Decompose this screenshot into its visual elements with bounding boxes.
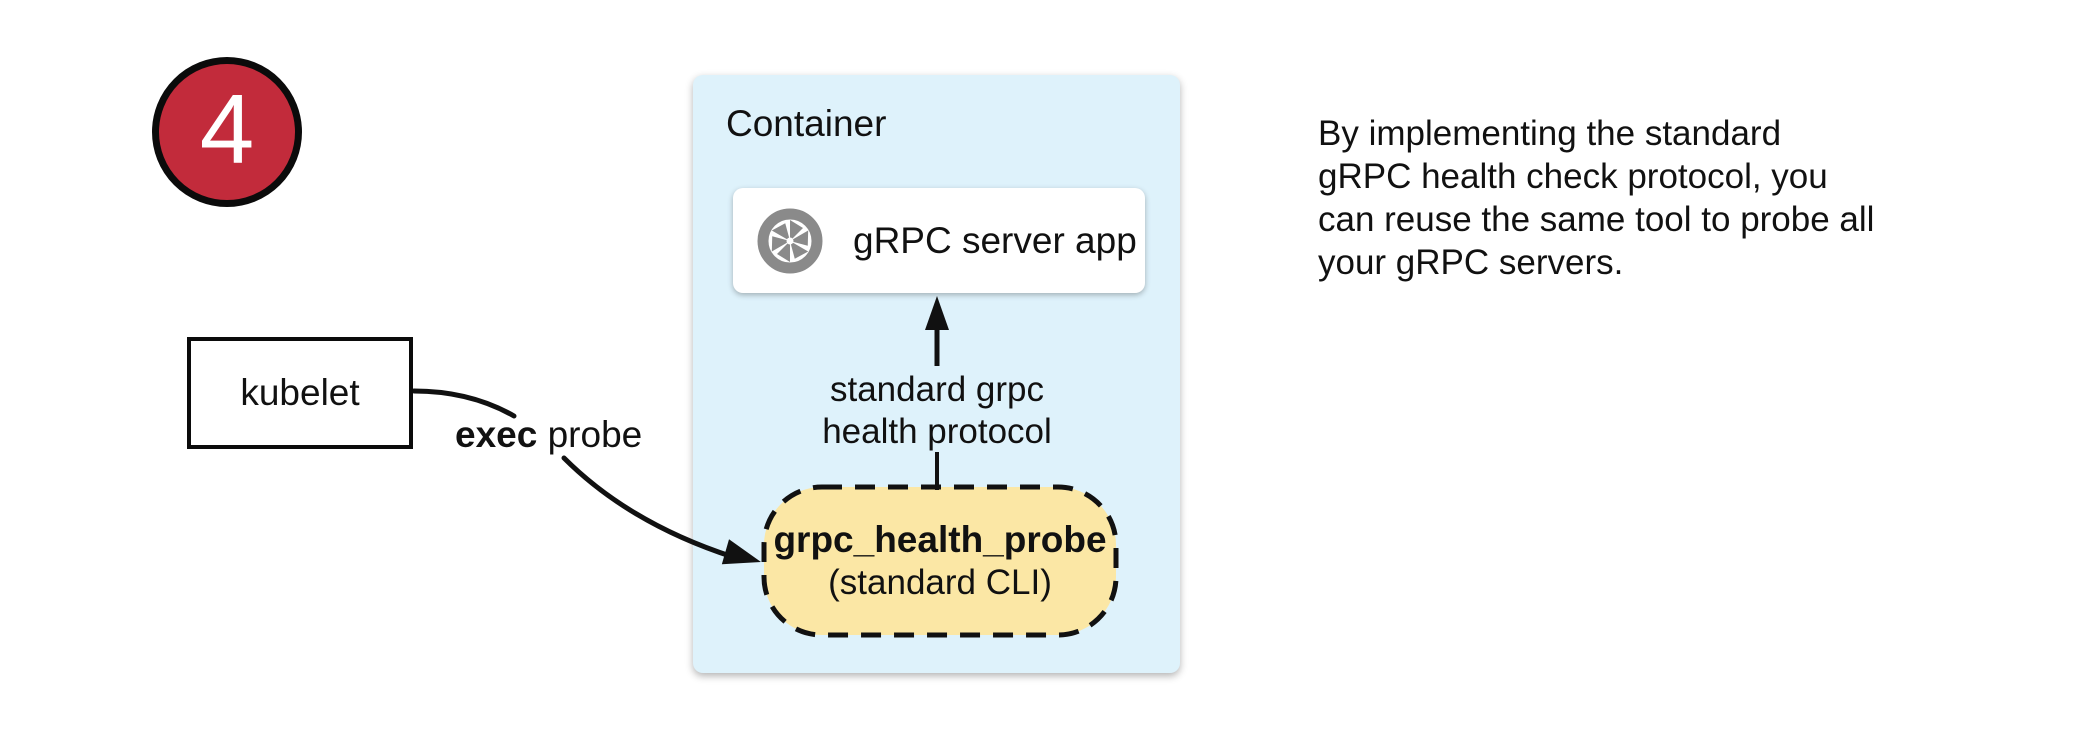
step-badge: 4	[152, 57, 302, 207]
exec-probe-arrowhead	[721, 539, 761, 565]
container-title: Container	[726, 103, 887, 144]
protocol-arrow-label: standard grpc health protocol	[822, 370, 1052, 451]
note-text: By implementing the standard gRPC health…	[1318, 114, 1875, 282]
exec-probe-label-rest: probe	[537, 414, 643, 455]
kubelet-label: kubelet	[240, 372, 360, 413]
kubelet-box: kubelet	[187, 337, 413, 449]
exec-probe-label-bold: exec	[455, 414, 538, 455]
exec-probe-label: exec probe	[455, 414, 642, 456]
probe-subtitle: (standard CLI)	[828, 563, 1052, 602]
grpc-server-label: gRPC server app	[853, 219, 1137, 261]
protocol-arrowhead	[925, 296, 949, 330]
exec-probe-arrow-segment-1	[411, 388, 517, 419]
step-number: 4	[199, 74, 255, 184]
probe-pill-shape	[761, 484, 1119, 638]
grpc-server-card: gRPC server app	[733, 188, 1145, 293]
exec-probe-arrow-segment-2	[561, 455, 736, 560]
grpc-health-probe-box: grpc_health_probe (standard CLI)	[762, 487, 1118, 635]
aperture-shutter-icon	[757, 208, 823, 273]
probe-title: grpc_health_probe	[773, 519, 1107, 560]
